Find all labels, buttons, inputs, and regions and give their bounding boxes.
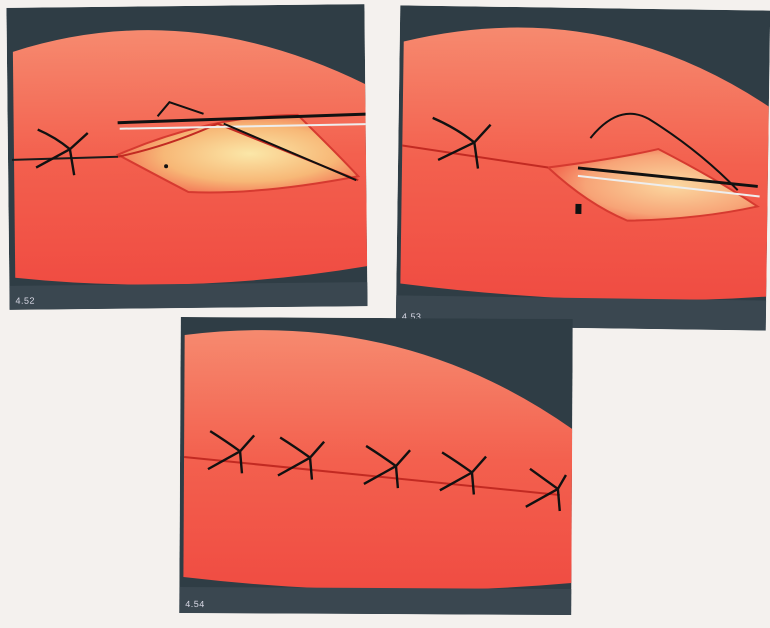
figure-label: 4.54: [185, 599, 205, 609]
figure-label: 4.52: [15, 296, 35, 306]
thread-end-marker: [575, 204, 581, 214]
figure-panel-1: 4.52: [6, 4, 367, 310]
bottom-bar: [9, 282, 367, 310]
suture-illustration-2: [396, 5, 770, 330]
figure-panel-2: 4.53: [396, 5, 770, 330]
bottom-bar: [179, 587, 571, 615]
suture-illustration-1: [6, 4, 367, 310]
figure-panel-3: 4.54: [179, 317, 573, 615]
suture-illustration-3: [179, 317, 573, 615]
